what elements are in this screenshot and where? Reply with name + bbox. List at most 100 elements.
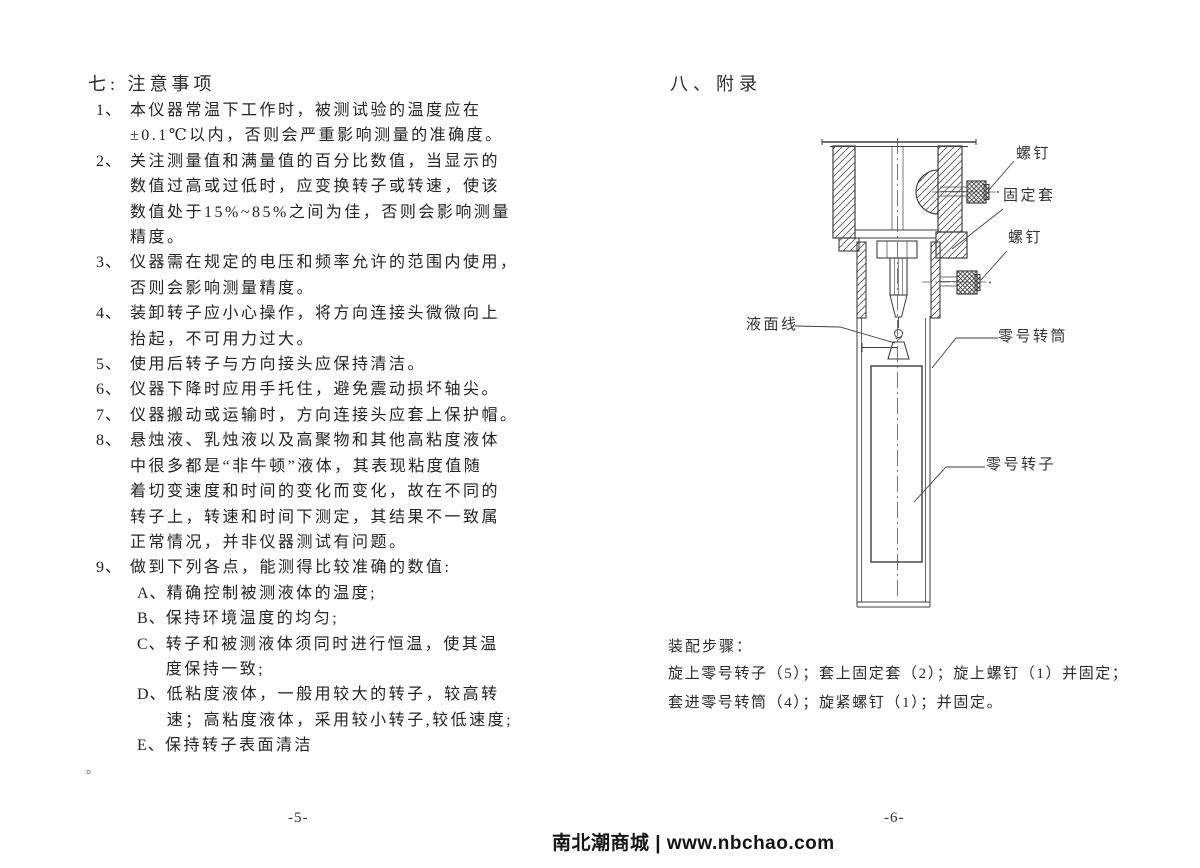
text-line: 抬起，不可用力过大。	[130, 330, 316, 348]
text-line: 保持环境温度的均匀;	[165, 610, 340, 628]
zero-cylinder-tube	[856, 316, 931, 608]
item-text: 保持环境温度的均匀;	[166, 606, 530, 631]
item-number: 2、	[96, 152, 123, 170]
top-flange	[821, 139, 977, 147]
item-text: 低粘度液体，一般用较大的转子，较高转速；高粘度液体，采用较小转子,较低速度;	[167, 682, 530, 733]
list-item: 3、 仪器需在规定的电压和频率允许的范围内使用， 否则会影响测量精度。	[96, 250, 530, 301]
item-text: 悬烛液、乳烛液以及高聚物和其他高粘度液体中很多都是“非牛顿”液体，其表现粘度值随…	[130, 428, 530, 555]
item-text: 转子和被测液体须同时进行恒温，使其温度保持一致;	[166, 632, 530, 683]
page-number-left: -5-	[288, 810, 309, 826]
item-letter: A、	[137, 584, 167, 602]
list-item: 9、 做到下列各点，能测得比较准确的数值:	[96, 555, 530, 580]
text-line: 数值处于15%~85%之间为佳，否则会影响测量	[130, 203, 511, 221]
label-liquid-level-line: 液面线	[746, 317, 799, 333]
item-text: 做到下列各点，能测得比较准确的数值:	[130, 555, 530, 580]
list-item: 2、 关注测量值和满量值的百分比数值，当显示的数值过高或过低时，应变换转子或转速…	[96, 149, 530, 251]
item-text: 本仪器常温下工作时，被测试验的温度应在 ±0.1℃以内，否则会严重影响测量的准确度…	[130, 98, 530, 149]
cone-adapter	[887, 341, 910, 360]
item-number: 4、	[96, 305, 123, 323]
assembly-steps: 装配步骤： 旋上零号转子（5）；套上固定套（2）；旋上螺钉（1）并固定； 套进零…	[668, 634, 1153, 718]
item-text: 仪器需在规定的电压和频率允许的范围内使用， 否则会影响测量精度。	[130, 250, 530, 301]
list-item: 8、 悬烛液、乳烛液以及高聚物和其他高粘度液体中很多都是“非牛顿”液体，其表现粘…	[96, 428, 530, 555]
left-page: 七: 注意事项 1、 本仪器常温下工作时，被测试验的温度应在 ±0.1℃以内，否则…	[86, 70, 530, 776]
text-line: 仪器需在规定的电压和频率允许的范围内使用，	[130, 254, 519, 272]
text-line: 中很多都是“非牛顿”液体，其表现粘度值随	[130, 457, 483, 475]
watermark-text: 南北潮商城 | www.nbchao.com	[552, 833, 835, 854]
assembly-step-line: 旋上零号转子（5）；套上固定套（2）；旋上螺钉（1）并固定；	[668, 666, 1129, 682]
item-number: 9、	[96, 559, 123, 577]
item-text: 仪器下降时应用手托住，避免震动损坏轴尖。	[130, 377, 530, 402]
text-line: 本仪器常温下工作时，被测试验的温度应在	[130, 102, 482, 119]
list-item: 1、 本仪器常温下工作时，被测试验的温度应在 ±0.1℃以内，否则会严重影响测量的…	[96, 98, 530, 149]
list-item: 5、 使用后转子与方向接头应保持清洁。	[96, 352, 530, 377]
label-zero-rotor: 零号转子	[986, 457, 1057, 473]
item-text: 关注测量值和满量值的百分比数值，当显示的数值过高或过低时，应变换转子或转速，使该…	[130, 149, 530, 251]
text-line: 悬烛液、乳烛液以及高聚物和其他高粘度液体	[130, 432, 501, 450]
subpoint-list: A、 精确控制被测液体的温度; B、 保持环境温度的均匀; C、 转子和被测液体…	[129, 581, 530, 759]
item-number: 1、	[96, 102, 123, 119]
item-text: 装卸转子应小心操作，将方向连接头微微向上抬起，不可用力过大。	[130, 301, 530, 352]
section-title-precautions: 七: 注意事项	[88, 74, 216, 94]
text-line: 转子和被测液体须同时进行恒温，使其温	[165, 635, 499, 653]
item-number: 8、	[96, 432, 123, 450]
item-number: 7、	[96, 406, 123, 424]
text-line: 仪器下降时应用手托住，避免震动损坏轴尖。	[130, 381, 501, 399]
text-line: 精度。	[130, 229, 186, 247]
label-fixing-sleeve: 固定套	[1003, 188, 1056, 204]
screw-top	[932, 180, 999, 204]
item-letter: B、	[137, 610, 166, 628]
list-item: E、 保持转子表面清洁	[137, 733, 530, 758]
text-line: 仪器搬动或运输时，方向连接头应套上保护帽。	[130, 406, 519, 424]
text-line: 使用后转子与方向接头应保持清洁。	[130, 356, 427, 374]
list-item: 6、 仪器下降时应用手托住，避免震动损坏轴尖。	[96, 377, 530, 402]
text-line: 度保持一致;	[165, 660, 266, 678]
precaution-list: 1、 本仪器常温下工作时，被测试验的温度应在 ±0.1℃以内，否则会严重影响测量的…	[88, 98, 530, 581]
item-text: 使用后转子与方向接头应保持清洁。	[130, 352, 530, 377]
section-title-appendix: 八、附录	[670, 74, 762, 94]
text-line: ±0.1℃以内，否则会严重影响测量的准确度。	[130, 127, 504, 145]
item-text: 精确控制被测液体的温度;	[167, 581, 530, 606]
item-number: 5、	[96, 356, 123, 374]
zero-rotor-outline	[870, 365, 923, 563]
spindle-coupling	[876, 240, 918, 328]
item-text: 保持转子表面清洁	[165, 733, 530, 758]
item-letter: D、	[137, 686, 167, 704]
text-line: 否则会影响测量精度。	[130, 279, 316, 297]
instrument-cross-section-diagram: 螺钉 固定套 螺钉 液面线 零号转筒 零号转子	[740, 130, 1080, 635]
housing-cup	[832, 145, 968, 259]
hook-joint	[894, 329, 903, 340]
text-line: 保持转子表面清洁	[165, 737, 314, 755]
list-item: 4、 装卸转子应小心操作，将方向连接头微微向上抬起，不可用力过大。	[96, 301, 530, 352]
label-zero-cylinder: 零号转筒	[998, 329, 1069, 345]
item-letter: E、	[137, 737, 165, 755]
text-line: 精确控制被测液体的温度;	[166, 584, 378, 602]
text-line: 关注测量值和满量值的百分比数值，当显示的	[130, 152, 501, 170]
label-screw-bottom: 螺钉	[1008, 230, 1044, 246]
text-line: 数值过高或过低时，应变换转子或转速，使该	[130, 178, 501, 196]
liquid-level-mark	[861, 343, 897, 352]
instrument-diagram-drawing	[794, 138, 1015, 608]
list-item: C、 转子和被测液体须同时进行恒温，使其温度保持一致;	[137, 632, 530, 683]
text-line: 装卸转子应小心操作，将方向连接头微微向上	[130, 305, 501, 323]
list-item: 7、 仪器搬动或运输时，方向连接头应套上保护帽。	[96, 403, 530, 428]
page-number-right: -6-	[884, 810, 905, 826]
text-line: 速；高粘度液体，采用较小转子,较低速度;	[166, 711, 514, 729]
text-line: 正常情况，并非仪器测试有问题。	[130, 533, 408, 551]
list-item: A、 精确控制被测液体的温度;	[137, 581, 530, 606]
assembly-step-line: 套进零号转筒（4）；旋紧螺钉（1）；并固定。	[668, 695, 1004, 711]
assembly-steps-heading: 装配步骤：	[668, 639, 754, 655]
item-number: 6、	[96, 381, 123, 399]
assembly-steps-lines: 旋上零号转子（5）；套上固定套（2）；旋上螺钉（1）并固定； 套进零号转筒（4）…	[668, 660, 1153, 718]
text-line: 低粘度液体，一般用较大的转子，较高转	[166, 686, 500, 704]
leader-lines	[794, 160, 1015, 503]
text-line: 着切变速度和时间的变化而变化，故在不同的	[130, 483, 501, 501]
stray-period-mark: 。	[86, 761, 100, 776]
label-screw-top: 螺钉	[1016, 146, 1052, 162]
item-number: 3、	[96, 254, 123, 272]
list-item: B、 保持环境温度的均匀;	[137, 606, 530, 631]
list-item: D、 低粘度液体，一般用较大的转子，较高转速；高粘度液体，采用较小转子,较低速度…	[137, 682, 530, 733]
screw-bottom	[922, 270, 991, 295]
item-letter: C、	[137, 635, 166, 653]
text-line: 转子上，转速和时间下测定，其结果不一致属	[130, 508, 501, 526]
